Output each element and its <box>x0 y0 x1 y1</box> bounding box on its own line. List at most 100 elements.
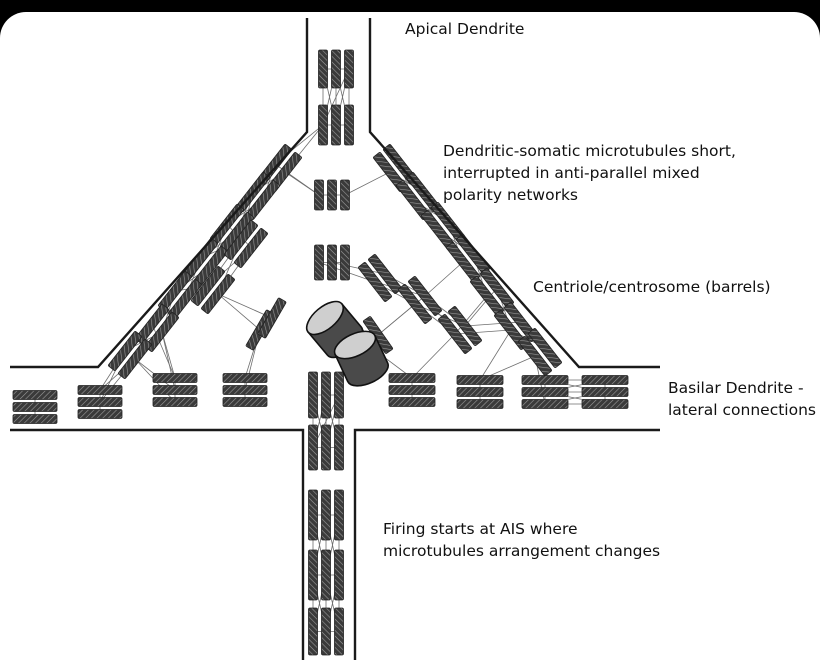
microtubule <box>314 179 324 211</box>
label-line: Dendritic-somatic microtubules short, <box>443 142 736 160</box>
network-link <box>217 293 273 319</box>
centriole-barrel <box>333 330 389 387</box>
microtubule <box>318 49 328 89</box>
barrel-top <box>305 300 345 336</box>
microtubule <box>191 266 225 306</box>
microtubule <box>321 424 331 471</box>
microtubule <box>234 228 268 268</box>
microtubule <box>152 385 198 395</box>
network-link <box>217 293 261 331</box>
label-apical-dendrite: Apical Dendrite <box>405 20 525 38</box>
network-link <box>454 329 512 335</box>
microtubule <box>321 489 331 541</box>
microtubule <box>438 314 472 354</box>
microtubule <box>308 489 318 541</box>
microtubule <box>222 385 268 395</box>
microtubule <box>224 220 258 260</box>
microtubule <box>314 244 324 281</box>
network-link <box>161 331 176 379</box>
microtubule-group <box>12 49 629 656</box>
label-line: polarity networks <box>443 186 579 204</box>
microtubule <box>77 397 123 407</box>
microtubule <box>12 414 58 424</box>
microtubule <box>398 284 432 324</box>
network-link <box>411 333 456 379</box>
membrane-outline <box>10 18 309 369</box>
microtubule <box>358 262 392 302</box>
microtubule <box>308 371 318 419</box>
label-dendritic-somatic: Dendritic-somatic microtubules short, in… <box>443 140 736 206</box>
microtubule <box>368 254 402 294</box>
microtubule <box>344 49 354 89</box>
label-line: microtubules arrangement changes <box>383 542 661 560</box>
label-line: Basilar Dendrite - <box>668 379 804 397</box>
microtubule <box>152 397 198 407</box>
label-basilar-dendrite: Basilar Dendrite - lateral connections <box>668 377 816 421</box>
microtubule <box>521 399 569 409</box>
microtubule <box>318 104 328 146</box>
microtubule <box>331 49 341 89</box>
label-line: lateral connections <box>668 401 816 419</box>
microtubule <box>521 375 569 385</box>
microtubule <box>456 399 504 409</box>
microtubule <box>308 607 318 656</box>
membrane-outline <box>368 18 660 369</box>
network-link <box>424 261 464 297</box>
microtubule <box>448 306 482 346</box>
microtubule <box>334 549 344 601</box>
microtubule <box>308 424 318 471</box>
microtubule <box>521 387 569 397</box>
microtubule <box>257 297 287 339</box>
microtubule <box>518 336 552 376</box>
label-line: interrupted in anti-parallel mixed <box>443 164 700 182</box>
centrosome-barrels <box>305 300 389 387</box>
microtubule <box>321 549 331 601</box>
label-centriole: Centriole/centrosome (barrels) <box>533 278 771 296</box>
microtubule <box>77 409 123 419</box>
microtubule <box>334 489 344 541</box>
microtubule <box>12 402 58 412</box>
microtubule <box>340 244 350 281</box>
microtubule <box>327 244 337 281</box>
microtubule <box>456 387 504 397</box>
microtubule <box>118 339 152 379</box>
microtubule <box>456 375 504 385</box>
microtubule <box>581 387 629 397</box>
microtubule <box>388 373 436 383</box>
microtubule <box>408 276 442 316</box>
microtubule <box>340 179 350 211</box>
barrel-top <box>333 330 377 360</box>
microtubule <box>334 607 344 656</box>
label-ais: Firing starts at AIS where microtubules … <box>383 518 660 562</box>
microtubule <box>308 549 318 601</box>
microtubule <box>334 424 344 471</box>
microtubule <box>321 371 331 419</box>
microtubule <box>581 399 629 409</box>
microtubule <box>528 328 562 368</box>
network-link <box>464 321 522 327</box>
membrane-outline <box>353 428 660 660</box>
microtubule <box>388 397 436 407</box>
microtubule <box>581 375 629 385</box>
microtubule <box>152 373 198 383</box>
microtubule <box>12 390 58 400</box>
microtubule <box>344 104 354 146</box>
microtubule <box>222 397 268 407</box>
network-link <box>479 329 512 381</box>
microtubule <box>388 385 436 395</box>
microtubule <box>334 371 344 419</box>
label-line: Firing starts at AIS where <box>383 520 578 538</box>
microtubule <box>222 373 268 383</box>
network-link <box>344 171 391 196</box>
microtubule <box>321 607 331 656</box>
microtubule <box>327 179 337 211</box>
membrane-outline <box>10 428 305 660</box>
neuron-outline <box>10 18 660 660</box>
microtubule <box>201 274 235 314</box>
microtubule <box>331 104 341 146</box>
microtubule <box>77 385 123 395</box>
microtubule <box>108 331 142 371</box>
network-link <box>284 171 320 196</box>
